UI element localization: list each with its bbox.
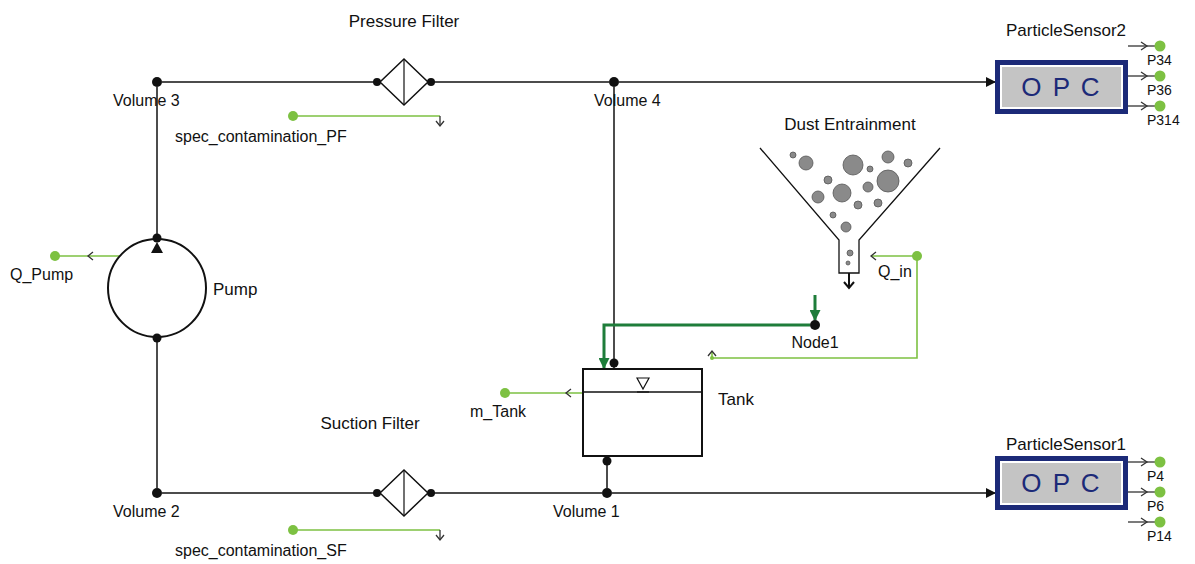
node-label: Node1 <box>791 334 838 352</box>
pipe-connector <box>619 81 995 83</box>
volume-node: Volume 2 <box>152 488 162 498</box>
filter-diamond: Pressure Filter <box>374 57 434 107</box>
filter-symbol <box>374 468 434 518</box>
volume-node: Volume 1 <box>602 488 612 498</box>
signal-name: P34 <box>1147 52 1172 68</box>
filter-symbol <box>374 57 434 107</box>
particle-sensor: ParticleSensor1O P C <box>995 456 1128 510</box>
pipe-connector <box>606 457 608 488</box>
tank-box: Tank <box>582 368 703 457</box>
node-label: ParticleSensor1 <box>1006 435 1126 455</box>
flow-connector <box>604 325 810 368</box>
pipe-connector <box>612 492 995 494</box>
pipe-connector <box>162 492 374 494</box>
signal-name: P4 <box>1147 468 1164 484</box>
sensor-type: O P C <box>1021 470 1101 496</box>
node-label: ParticleSensor2 <box>1006 21 1126 41</box>
node-label: Tank <box>718 390 754 410</box>
node-label: Dust Entrainment <box>784 115 915 135</box>
signal-name: spec_contamination_PF <box>175 128 347 146</box>
signal-name: P14 <box>1147 528 1172 544</box>
junction-node: Node1 <box>810 320 820 330</box>
signal-name: m_Tank <box>470 403 526 421</box>
particle-sensor: ParticleSensor2O P C <box>995 60 1128 114</box>
signal-name: P36 <box>1147 82 1172 98</box>
volume-node: Volume 4 <box>609 77 619 87</box>
volume-node: Volume 3 <box>152 77 162 87</box>
pipe-connector <box>156 87 158 238</box>
node-label: Volume 4 <box>594 92 661 110</box>
signal-name: P6 <box>1147 498 1164 514</box>
node-label: Volume 2 <box>113 503 180 521</box>
sensor-type: O P C <box>1021 74 1101 100</box>
pump-circle: Pump <box>107 238 207 338</box>
node-label: Pump <box>213 280 257 300</box>
node-label: Pressure Filter <box>349 12 460 32</box>
funnel-symbol <box>758 145 942 295</box>
dust-funnel: Dust Entrainment <box>758 145 942 295</box>
pipe-connector <box>434 81 609 83</box>
signal-name: Q_Pump <box>10 266 73 284</box>
pipe-connector <box>156 338 158 488</box>
filter-diamond: Suction Filter <box>374 468 434 518</box>
node-label: Suction Filter <box>320 414 419 434</box>
signal-name: spec_contamination_SF <box>175 542 347 560</box>
node-label: Volume 3 <box>113 92 180 110</box>
node-label: Volume 1 <box>553 503 620 521</box>
pipe-connector <box>434 492 602 494</box>
signal-name: P314 <box>1147 112 1180 128</box>
flow-connector <box>814 295 817 320</box>
tank-level <box>584 370 701 455</box>
pipe-connector <box>162 81 374 83</box>
signal-name: Q_in <box>878 263 912 281</box>
